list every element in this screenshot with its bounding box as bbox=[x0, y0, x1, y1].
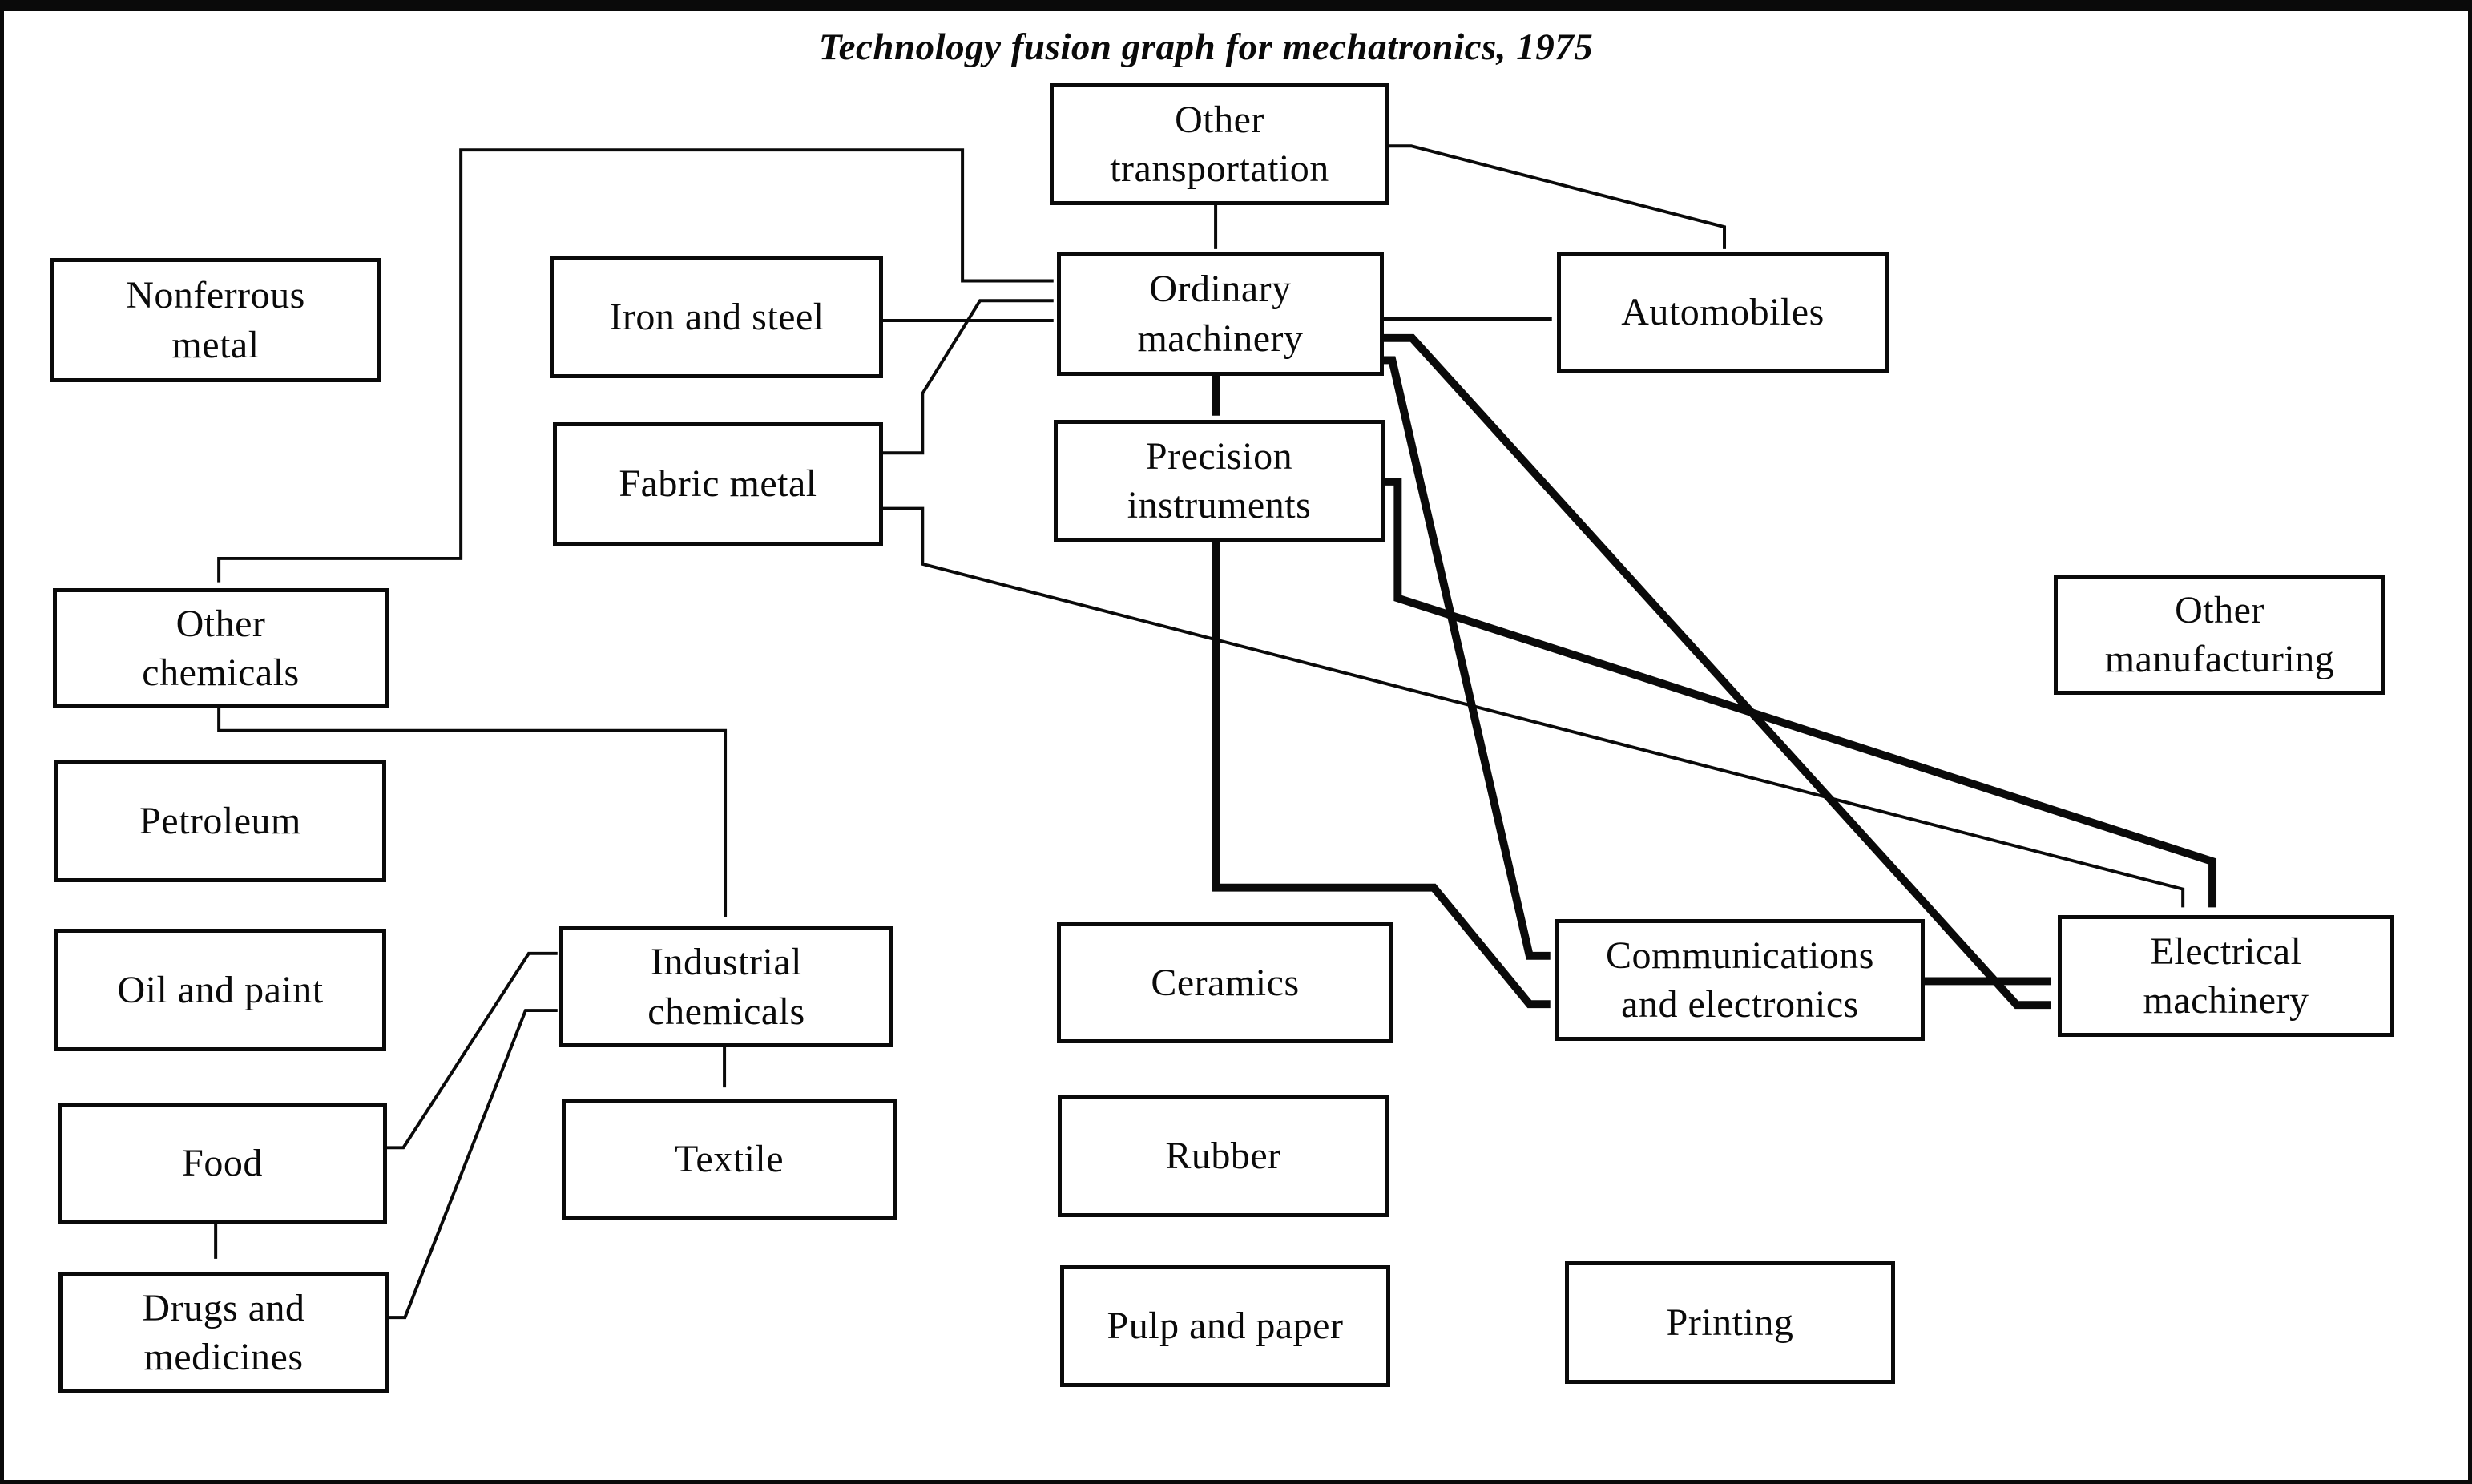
node-oil-and-paint: Oil and paint bbox=[54, 929, 386, 1051]
node-other-manufacturing: Other manufacturing bbox=[2054, 575, 2385, 695]
edge-other-chemicals--ordinary-machinery bbox=[217, 148, 1054, 583]
edge-precision-instruments--electrical-machinery bbox=[1380, 477, 2217, 908]
edge-fabric-metal--ordinary-machinery bbox=[880, 299, 1054, 455]
edge-fabric-metal--electrical-machinery bbox=[880, 506, 2185, 908]
edge-ordinary-machinery--communications-electronics bbox=[1379, 356, 1551, 960]
edge-other-chemicals--industrial-chemicals bbox=[217, 701, 728, 917]
node-electrical-machinery: Electrical machinery bbox=[2058, 915, 2394, 1037]
node-fabric-metal: Fabric metal bbox=[553, 422, 883, 546]
node-nonferrous-metal: Nonferrous metal bbox=[50, 258, 381, 382]
node-printing: Printing bbox=[1565, 1261, 1895, 1384]
edge-ordinary-machinery--electrical-machinery bbox=[1379, 333, 2051, 1010]
edge-other-transportation--automobiles bbox=[1385, 144, 1727, 249]
diagram-title: Technology fusion graph for mechatronics… bbox=[818, 26, 1594, 68]
node-ceramics: Ceramics bbox=[1057, 922, 1393, 1043]
node-automobiles: Automobiles bbox=[1557, 252, 1889, 373]
node-ordinary-machinery: Ordinary machinery bbox=[1057, 252, 1384, 376]
node-industrial-chemicals: Industrial chemicals bbox=[559, 926, 893, 1047]
edge-precision-instruments--communications-electronics bbox=[1212, 536, 1551, 1009]
node-precision-instruments: Precision instruments bbox=[1054, 420, 1385, 542]
node-rubber: Rubber bbox=[1058, 1095, 1389, 1217]
node-textile: Textile bbox=[562, 1099, 897, 1220]
node-pulp-and-paper: Pulp and paper bbox=[1060, 1265, 1390, 1387]
edge-industrial-chemicals--food bbox=[385, 951, 558, 1150]
node-petroleum: Petroleum bbox=[54, 760, 386, 882]
node-other-transportation: Other transportation bbox=[1050, 83, 1389, 205]
node-iron-and-steel: Iron and steel bbox=[550, 256, 883, 378]
node-drugs-and-medicines: Drugs and medicines bbox=[58, 1272, 389, 1393]
node-other-chemicals: Other chemicals bbox=[53, 588, 389, 708]
node-communications-electronics: Communications and electronics bbox=[1555, 919, 1925, 1041]
connector-layer bbox=[214, 144, 2217, 1320]
node-food: Food bbox=[58, 1103, 387, 1224]
edge-industrial-chemicals--drugs-and-medicines bbox=[387, 1009, 558, 1320]
